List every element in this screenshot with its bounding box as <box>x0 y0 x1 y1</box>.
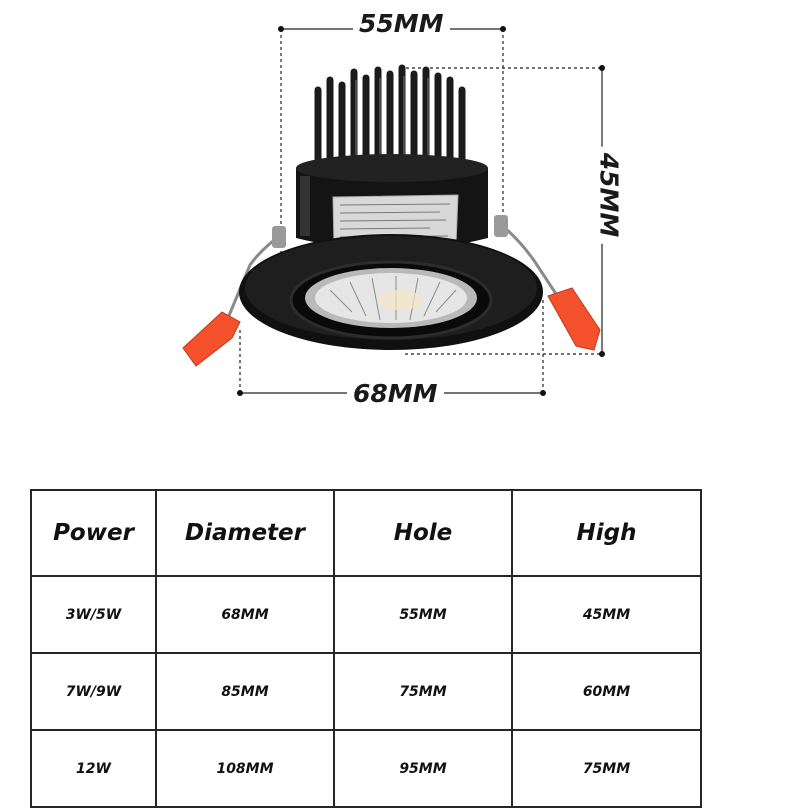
cell-diameter: 68MM <box>155 575 335 654</box>
cell-power: 3W/5W <box>30 575 157 654</box>
cell-hole: 55MM <box>333 575 513 654</box>
dimension-label-side: 45MM <box>593 146 624 244</box>
cell-high: 45MM <box>511 575 702 654</box>
cell-power: 12W <box>30 729 157 808</box>
dimension-label-top: 55MM <box>353 9 450 39</box>
table-row: 3W/5W 68MM 55MM 45MM <box>30 575 702 654</box>
table-row: 7W/9W 85MM 75MM 60MM <box>30 652 702 731</box>
header-hole: Hole <box>333 489 513 577</box>
cell-power: 7W/9W <box>30 652 157 731</box>
heatsink-fin-highlights <box>355 76 429 160</box>
product-diagram <box>182 26 605 396</box>
cell-diameter: 108MM <box>155 729 335 808</box>
heatsink-fins <box>314 64 466 169</box>
spring-clip-left <box>182 226 286 367</box>
spring-clip-right <box>494 215 601 351</box>
led-reflector <box>289 260 493 340</box>
header-high: High <box>511 489 702 577</box>
dimension-endpoints <box>237 26 605 396</box>
cell-hole: 75MM <box>333 652 513 731</box>
header-power: Power <box>30 489 157 577</box>
table-row: 12W 108MM 95MM 75MM <box>30 729 702 808</box>
cell-hole: 95MM <box>333 729 513 808</box>
dimension-label-bottom: 68MM <box>347 379 444 409</box>
header-diameter: Diameter <box>155 489 335 577</box>
cell-high: 60MM <box>511 652 702 731</box>
spec-table: Power Diameter Hole High 3W/5W 68MM 55MM… <box>30 489 702 808</box>
cell-diameter: 85MM <box>155 652 335 731</box>
cell-high: 75MM <box>511 729 702 808</box>
table-header-row: Power Diameter Hole High <box>30 489 702 577</box>
